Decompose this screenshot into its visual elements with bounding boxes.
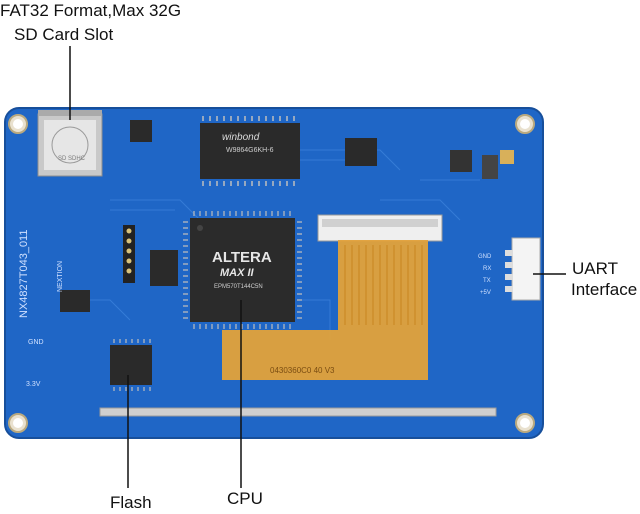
uart-pin-tx: TX	[483, 278, 491, 284]
flash-chip	[110, 339, 152, 391]
small-ics	[60, 120, 514, 312]
uart-pin-rx: RX	[483, 266, 491, 272]
pcb-traces	[60, 149, 480, 340]
cpu-series-text: MAX II	[220, 267, 255, 279]
pin-header	[123, 225, 135, 283]
ram-brand-text: winbond	[222, 132, 260, 143]
ram-chip	[200, 116, 300, 186]
board-model-text: NX4827T043_011	[18, 230, 30, 318]
mounting-holes	[8, 114, 535, 433]
uart-pin-5v: +5V	[480, 290, 491, 296]
brand-text: NEXTION	[57, 261, 64, 292]
sd-format-label: FAT32 Format,Max 32G	[0, 1, 182, 20]
sd-slot-label: SD Card Slot	[14, 25, 114, 44]
cpu-brand-text: ALTERA	[212, 249, 272, 266]
cpu-part-text: EPM570T144C5N	[214, 284, 263, 290]
uart-label-line1: UART	[572, 259, 618, 278]
flash-label: Flash	[110, 493, 152, 512]
uart-label-line2: Interface	[571, 280, 638, 299]
display-edge-strip	[99, 407, 497, 417]
cpu-chip	[183, 211, 302, 329]
sd-slot-text: SD SDHC	[58, 156, 86, 162]
fpc-connector	[317, 214, 443, 242]
v33-text: 3.3V	[26, 381, 41, 388]
flex-cable	[222, 240, 428, 380]
pointer-lines	[69, 46, 566, 488]
cpu-label: CPU	[227, 489, 263, 508]
sd-card-slot	[37, 110, 103, 177]
uart-connector	[505, 237, 541, 301]
uart-pin-gnd: GND	[478, 254, 492, 260]
ram-part-text: W9864G6KH-6	[226, 147, 274, 154]
fpc-code-text: 0430360C0 40 V3	[270, 366, 335, 375]
gnd-text: GND	[28, 339, 44, 346]
